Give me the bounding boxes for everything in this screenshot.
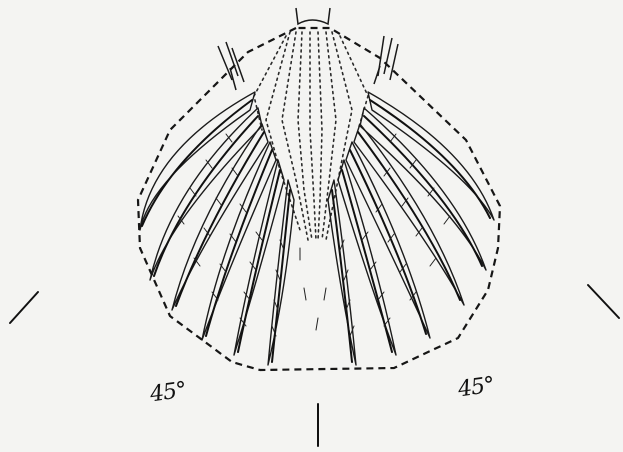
right-feathers [328, 92, 494, 365]
angle-label-right: 45° [456, 373, 495, 403]
center-tail-stub [296, 8, 330, 24]
left-feathers [140, 92, 294, 365]
tick-left-45 [10, 292, 38, 323]
angle-label-left: 45° [148, 378, 187, 408]
right-wing-stub [374, 36, 398, 84]
left-wing-stub [218, 42, 244, 90]
tick-right-45 [588, 285, 619, 318]
barb-marks [178, 134, 450, 336]
